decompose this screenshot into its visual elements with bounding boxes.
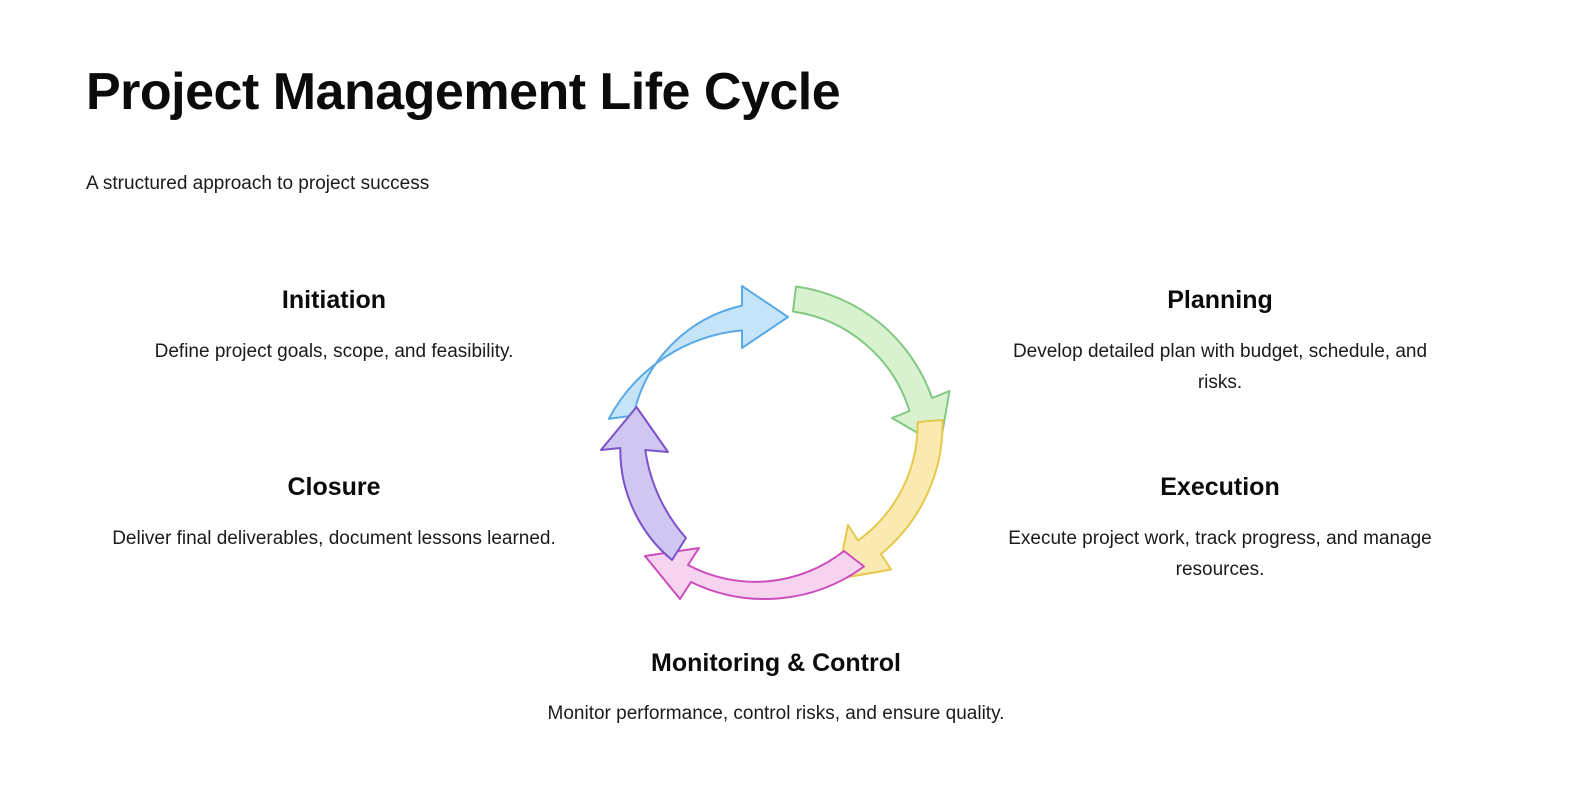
phase-desc-planning: Develop detailed plan with budget, sched… xyxy=(1012,341,1428,393)
phase-block-planning: Planning Develop detailed plan with budg… xyxy=(996,285,1444,399)
phase-block-closure: Closure Deliver final deliverables, docu… xyxy=(110,472,558,555)
life-cycle-diagram: Initiation Define project goals, scope, … xyxy=(0,250,1578,780)
cycle-arrows-svg xyxy=(600,285,951,601)
phase-desc-initiation: Define project goals, scope, and feasibi… xyxy=(154,341,514,362)
phase-title-execution: Execution xyxy=(1160,473,1280,501)
arrow-closure[interactable] xyxy=(600,406,687,561)
phase-desc-execution: Execute project work, track progress, an… xyxy=(1008,528,1432,580)
phase-block-execution: Execution Execute project work, track pr… xyxy=(996,472,1444,586)
page-subtitle: A structured approach to project success xyxy=(86,173,430,195)
arrow-execution[interactable] xyxy=(836,419,944,580)
header: Project Management Life Cycle A structur… xyxy=(86,63,1486,195)
phase-title-initiation: Initiation xyxy=(281,286,387,314)
phase-block-monitoring: Monitoring & Control Monitor performance… xyxy=(416,648,1136,730)
arrow-monitoring[interactable] xyxy=(644,547,865,601)
page-title: Project Management Life Cycle xyxy=(86,63,841,121)
phase-title-closure: Closure xyxy=(287,473,381,501)
phase-block-initiation: Initiation Define project goals, scope, … xyxy=(110,285,558,368)
phase-title-planning: Planning xyxy=(1167,286,1273,314)
phase-title-monitoring: Monitoring & Control xyxy=(651,649,901,677)
phase-desc-monitoring: Monitor performance, control risks, and … xyxy=(547,703,1005,724)
phase-desc-closure: Deliver final deliverables, document les… xyxy=(112,528,556,549)
arrow-initiation[interactable] xyxy=(607,285,789,420)
